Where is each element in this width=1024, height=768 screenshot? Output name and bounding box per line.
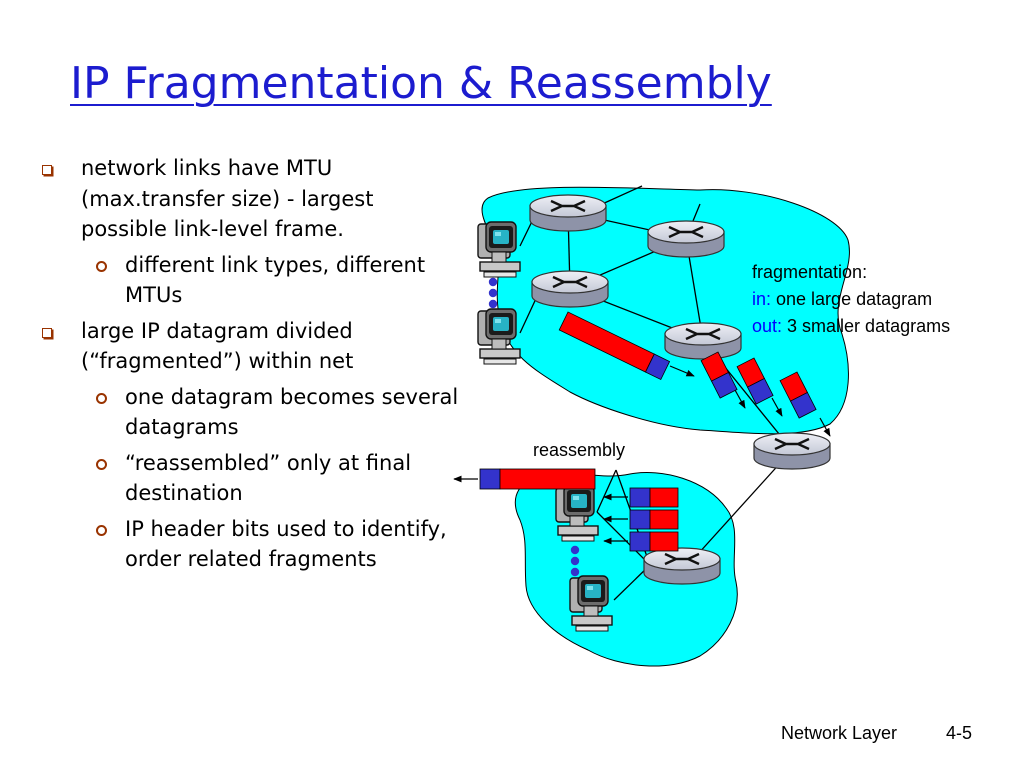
arrow-icon — [734, 389, 746, 409]
sub-bullet-item: IP header bits used to identify, order r… — [40, 514, 460, 575]
ellipsis-dots-icon — [570, 545, 580, 577]
router-icon — [752, 431, 832, 471]
large-datagram — [558, 311, 671, 381]
out-text: 3 smaller datagrams — [782, 316, 950, 336]
fragment-datagram — [779, 371, 817, 419]
router-icon — [663, 321, 743, 361]
fragment-datagram — [629, 487, 679, 508]
ellipsis-dots-icon — [488, 277, 498, 309]
reassembled-datagram — [479, 468, 596, 490]
sub-bullet-item: one datagram becomes several datagrams — [40, 382, 460, 443]
in-text: one large datagram — [771, 289, 932, 309]
arrow-icon — [669, 365, 695, 377]
computer-icon — [477, 221, 521, 278]
footer-slide-number: 4-5 — [946, 723, 973, 743]
arrow-icon — [819, 417, 831, 437]
bullet-item: large IP datagram divided (“fragmented”)… — [40, 316, 460, 377]
in-key: in: — [752, 289, 771, 309]
reassembly-label: reassembly — [533, 440, 625, 460]
fragment-datagram — [629, 509, 679, 530]
computer-icon — [569, 575, 613, 632]
router-icon — [530, 269, 610, 309]
slide-title: IP Fragmentation & Reassembly — [70, 58, 772, 109]
fragment-datagram — [629, 531, 679, 552]
ring-bullet-icon — [96, 250, 107, 281]
fragment-datagram — [736, 357, 774, 405]
bullet-text: IP header bits used to identify, order r… — [125, 516, 447, 572]
bullet-item: network links have MTU (max.transfer siz… — [40, 153, 460, 245]
computer-icon — [555, 485, 599, 542]
ring-bullet-icon — [96, 448, 107, 479]
fragmentation-in-line: in: one large datagram — [752, 289, 932, 309]
bullet-text: one datagram becomes several datagrams — [125, 384, 459, 440]
arrow-icon — [771, 397, 783, 417]
router-icon — [642, 546, 722, 586]
square-bullet-icon — [42, 316, 52, 347]
fragment-datagram — [700, 351, 738, 399]
bullet-text: large IP datagram divided (“fragmented”)… — [81, 318, 354, 374]
fragmentation-label: fragmentation: — [752, 262, 867, 282]
fragmentation-out-line: out: 3 smaller datagrams — [752, 316, 950, 336]
ring-bullet-icon — [96, 382, 107, 413]
router-icon — [528, 193, 608, 233]
bullet-list: network links have MTU (max.transfer siz… — [40, 153, 460, 580]
bullet-text: “reassembled” only at final destination — [125, 450, 412, 506]
sub-bullet-item: different link types, different MTUs — [40, 250, 460, 311]
out-key: out: — [752, 316, 782, 336]
footer-section-label: Network Layer — [781, 723, 898, 743]
bullet-text: network links have MTU (max.transfer siz… — [81, 156, 374, 241]
computer-icon — [477, 308, 521, 365]
ring-bullet-icon — [96, 514, 107, 545]
router-icon — [646, 219, 726, 259]
bullet-text: different link types, different MTUs — [125, 252, 426, 308]
sub-bullet-item: “reassembled” only at final destination — [40, 448, 460, 509]
square-bullet-icon — [42, 153, 52, 184]
